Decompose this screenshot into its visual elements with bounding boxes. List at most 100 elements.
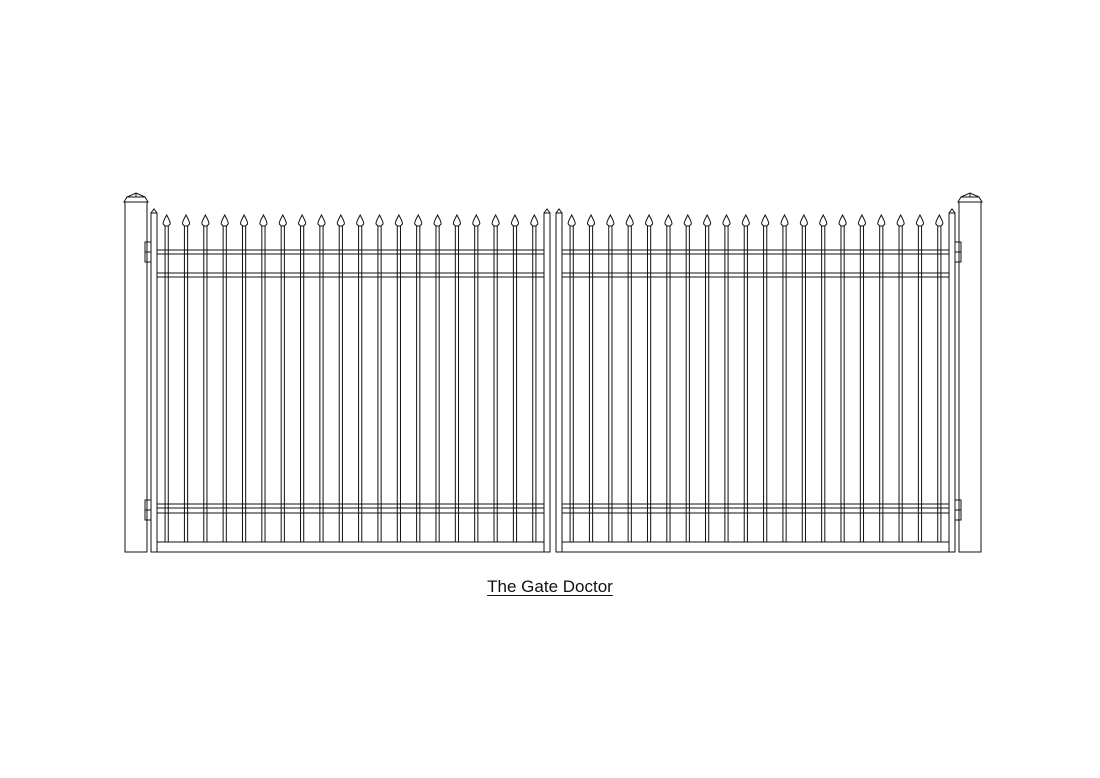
spear-top (915, 213, 925, 227)
picket (317, 213, 326, 542)
picket (761, 213, 770, 542)
right-gate-leaf-stile-left-cap (555, 208, 563, 214)
picket (877, 213, 886, 542)
picket (819, 213, 828, 542)
picket (645, 213, 654, 542)
caption-text: The Gate Doctor (487, 577, 613, 596)
left-gate-leaf-stile-right (543, 212, 551, 553)
left-gate-leaf (144, 208, 551, 553)
picket (181, 213, 191, 542)
spear-top (625, 213, 634, 227)
right-gate-leaf-rail-1 (561, 249, 950, 255)
spear-top (780, 213, 789, 227)
spear-top (336, 213, 345, 227)
picket (394, 213, 403, 542)
spear-top (838, 213, 847, 227)
left-gate-leaf-rail-3 (156, 503, 545, 509)
spear-top (703, 213, 712, 227)
picket (683, 213, 692, 542)
spear-top (741, 213, 750, 227)
spear-top (433, 213, 442, 227)
spear-top (606, 213, 615, 227)
picket (606, 213, 615, 542)
spear-top (317, 213, 326, 227)
picket (472, 213, 481, 542)
picket (935, 213, 944, 542)
left-post (123, 192, 149, 553)
right-post-body (958, 201, 982, 553)
left-gate-leaf-stile-left (150, 212, 158, 553)
picket (510, 213, 520, 542)
spear-top (394, 213, 403, 227)
picket (298, 213, 307, 542)
spear-top (181, 213, 191, 227)
left-gate-leaf-rail-4 (156, 541, 545, 553)
spear-top (586, 213, 596, 227)
spear-top (278, 213, 287, 227)
spear-top (722, 213, 731, 227)
spear-top (162, 213, 171, 227)
spear-top (510, 213, 520, 227)
picket (896, 213, 905, 542)
spear-top (240, 213, 249, 227)
spear-top (491, 213, 500, 227)
right-gate-leaf-stile-left (555, 212, 563, 553)
picket (664, 213, 673, 542)
picket (201, 213, 210, 542)
right-post-cap-band (957, 196, 983, 203)
picket (838, 213, 847, 542)
picket (452, 213, 461, 542)
spear-top (452, 213, 461, 227)
picket (857, 213, 866, 542)
picket (240, 213, 249, 542)
spear-top (645, 213, 654, 227)
picket (259, 213, 268, 542)
picket (162, 213, 171, 542)
left-gate-leaf-stile-left-cap (150, 208, 158, 214)
posts (123, 192, 983, 553)
spear-top (799, 213, 808, 227)
right-gate-leaf (555, 208, 962, 553)
spear-top (472, 213, 481, 227)
picket (799, 213, 808, 542)
spear-top (683, 213, 692, 227)
spear-top (414, 213, 423, 227)
picket (567, 213, 576, 542)
picket (703, 213, 712, 542)
right-gate-leaf-stile-right-cap (948, 208, 956, 214)
picket (491, 213, 500, 542)
left-post-body (124, 201, 148, 553)
spear-top (761, 213, 770, 227)
picket (220, 213, 229, 542)
picket (530, 213, 539, 542)
picket (780, 213, 789, 542)
spear-top (819, 213, 828, 227)
right-gate-leaf-rail-2 (561, 272, 950, 278)
picket (336, 213, 345, 542)
picket (356, 213, 365, 542)
right-gate-leaf-rail-4 (561, 541, 950, 553)
spear-top (857, 213, 866, 227)
drawing-caption: The Gate Doctor (0, 577, 1100, 597)
spear-top (356, 213, 365, 227)
spear-top (877, 213, 886, 227)
right-post (957, 192, 983, 553)
picket (278, 213, 287, 542)
picket (375, 213, 384, 542)
picket (741, 213, 750, 542)
right-gate-leaf-stile-right (948, 212, 956, 553)
picket (915, 213, 925, 542)
left-gate-leaf-stile-right-cap (543, 208, 551, 214)
spear-top (259, 213, 268, 227)
spear-top (375, 213, 384, 227)
left-gate-leaf-rail-1 (156, 249, 545, 255)
spear-top (567, 213, 576, 227)
spear-top (896, 213, 905, 227)
spear-top (935, 213, 944, 227)
picket (586, 213, 596, 542)
spear-top (201, 213, 210, 227)
picket (625, 213, 634, 542)
spear-top (530, 213, 539, 227)
left-gate-leaf-rail-2 (156, 272, 545, 278)
